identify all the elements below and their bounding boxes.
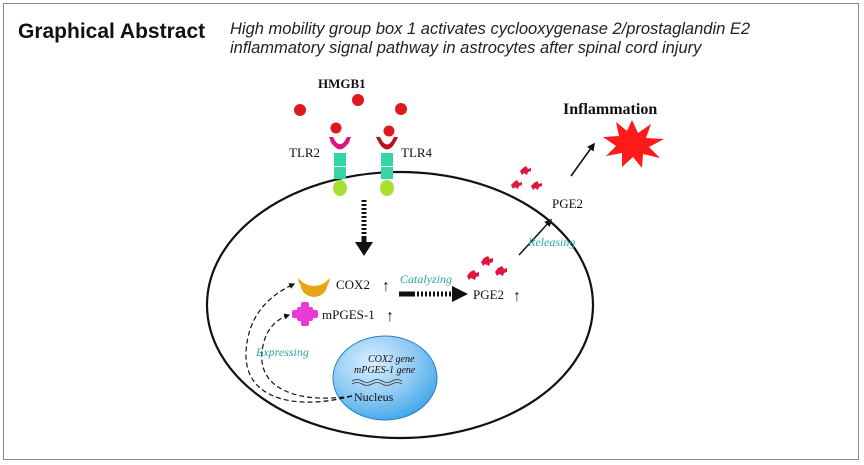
pge2-molecules-inner xyxy=(467,256,507,280)
subtitle-line-2: inflammatory signal pathway in astrocyte… xyxy=(230,39,702,57)
nucleus xyxy=(332,335,438,421)
hmgb1-molecule xyxy=(330,122,342,134)
dna-strand-icon xyxy=(351,379,403,383)
hmgb1-molecule xyxy=(383,125,395,137)
mpges1-label: mPGES-1 xyxy=(322,307,375,322)
expressing-label: Expressing xyxy=(255,345,309,359)
hmgb1-label: HMGB1 xyxy=(318,76,366,91)
expressing-arrow-cox2 xyxy=(245,283,353,403)
expressing-arrow-mpges1 xyxy=(261,313,353,399)
tlr4-label: TLR4 xyxy=(401,145,433,160)
signal-arrow-down xyxy=(355,200,373,256)
tlr2-receptor xyxy=(329,137,351,196)
cox2-gene-label: COX2 gene xyxy=(368,354,415,365)
hmgb1-molecule xyxy=(395,103,407,115)
nucleus-label: Nucleus xyxy=(354,390,394,404)
pge2-outer-label: PGE2 xyxy=(552,196,583,211)
inflammation-arrow xyxy=(570,142,595,177)
catalyzing-arrow xyxy=(399,286,468,302)
graphical-abstract-title: Graphical Abstract xyxy=(18,20,206,43)
hmgb1-molecule xyxy=(352,94,364,106)
subtitle-line-1: High mobility group box 1 activates cycl… xyxy=(230,20,751,38)
dna-strand-icon-2 xyxy=(351,382,403,386)
graphical-abstract-subtitle: High mobility group box 1 activates cycl… xyxy=(230,20,840,58)
tlr4-receptor xyxy=(376,137,398,196)
pge2-inner-label: PGE2 xyxy=(473,287,504,302)
mpges1-gene-label: mPGES-1 gene xyxy=(354,365,416,376)
pge2-molecules-outer xyxy=(511,166,542,190)
mpges1-up-arrow: ↑ xyxy=(386,308,394,325)
catalyzing-label: Catalyzing xyxy=(400,272,452,286)
hmgb1-molecule xyxy=(294,104,306,116)
releasing-arrow xyxy=(518,218,553,256)
inflammation-burst-icon xyxy=(603,120,664,168)
cox2-enzyme-shape-body xyxy=(300,280,328,297)
inflammation-label: Inflammation xyxy=(563,101,657,118)
mpges1-enzyme-shape xyxy=(292,302,318,326)
pge2-up-arrow: ↑ xyxy=(513,288,521,305)
cox2-up-arrow: ↑ xyxy=(382,278,390,295)
releasing-label: Releasing xyxy=(527,235,575,249)
tlr2-label: TLR2 xyxy=(289,145,320,160)
astrocyte-cell-membrane xyxy=(205,170,595,440)
cox2-label: COX2 xyxy=(336,277,370,292)
